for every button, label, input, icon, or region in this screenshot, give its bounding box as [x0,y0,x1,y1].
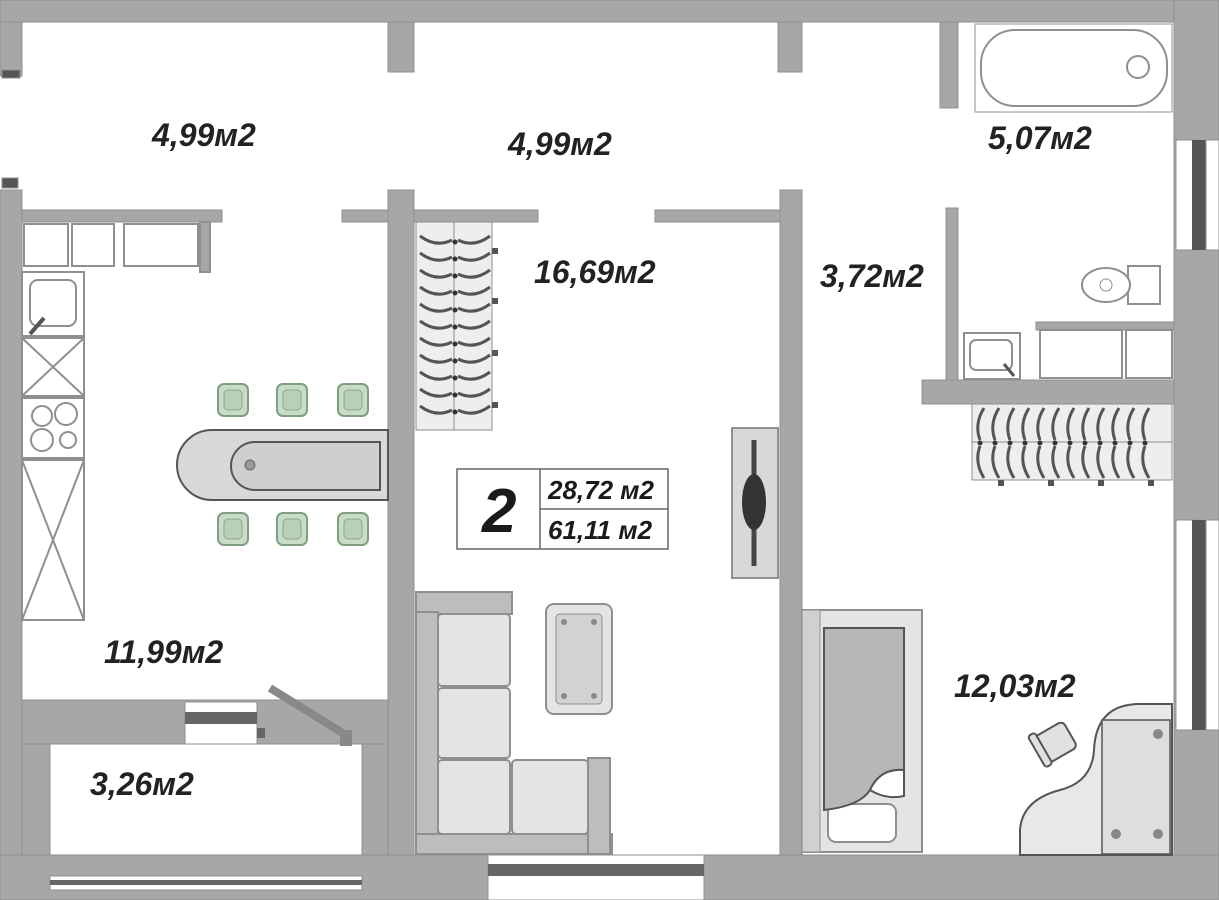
kitchen-upper-cabinets [23,221,211,273]
hanger-icon [419,268,453,279]
desk-chair-icon [1027,721,1077,768]
hanger-icon [1036,407,1046,441]
hanger-icon [1141,407,1151,441]
total-area-value: 61,11 м2 [548,515,653,545]
hanger-icon [457,302,491,313]
hanger-icon [976,407,986,441]
area-bedroom: 12,03м2 [954,668,1076,704]
living-area-value: 28,72 м2 [547,475,655,505]
kitchen-island [176,429,389,501]
toilet-icon [1081,265,1161,305]
hanger-icon [976,445,986,479]
area-bathroom: 5,07м2 [988,120,1092,156]
hanger-icon [457,319,491,330]
living-window [487,854,705,900]
hanger-icon [1006,445,1016,479]
hanger-icon [1021,407,1031,441]
area-loggia: 3,26м2 [90,766,194,802]
hanger-icon [419,302,453,313]
area-kitchen: 11,99м2 [104,634,223,670]
stove-icon [21,397,85,459]
hanger-icon [457,387,491,398]
hanger-icon [457,268,491,279]
stool-icon [217,383,249,417]
area-balcony-mid: 4,99м2 [507,126,612,162]
coffee-table-icon [545,603,613,715]
bathtub-icon [974,23,1173,113]
hanger-icon [1051,407,1061,441]
loggia-window [49,875,363,891]
hanger-icon [419,251,453,262]
hanger-icon [1141,445,1151,479]
sofa-icon [415,591,613,855]
washing-cabinets [1039,329,1173,379]
hanger-icon [1126,407,1136,441]
hanger-icon [419,353,453,364]
hanger-icon [1066,407,1076,441]
sink-icon [963,332,1021,380]
stool-icon [217,512,249,546]
hanger-icon [991,407,1001,441]
living-wardrobe [415,221,498,431]
hanger-icon [1126,445,1136,479]
stool-icon [276,383,308,417]
window-right-lower [1175,519,1219,731]
hanger-icon [457,336,491,347]
hanger-icon [1096,407,1106,441]
desk-icon [1019,703,1173,856]
stool-icon [337,383,369,417]
bar-stools [217,383,369,546]
hanger-icon [1081,445,1091,479]
hanger-icon [419,234,453,245]
hanger-icon [1036,445,1046,479]
bed-icon [801,609,923,853]
hanger-icon [1021,445,1031,479]
area-balcony-left: 4,99м2 [151,117,256,153]
apartment-badge: 2 28,72 м2 61,11 м2 [456,468,669,550]
hanger-icon [419,404,453,415]
kitchen-loggia-window [184,701,265,745]
dishwasher-icon [21,337,85,397]
tv-icon [731,427,779,579]
fridge-icon [21,459,85,621]
kitchen-sink-icon [21,271,85,337]
hanger-icon [457,404,491,415]
hanger-icon [457,234,491,245]
hanger-icon [419,319,453,330]
hanger-icon [419,285,453,296]
hanger-icon [419,370,453,381]
hanger-icon [1111,407,1121,441]
hanger-icon [457,285,491,296]
hanger-icon [457,353,491,364]
hanger-icon [1066,445,1076,479]
stool-icon [276,512,308,546]
area-hallway: 3,72м2 [820,258,924,294]
hanger-icon [1111,445,1121,479]
rooms-count: 2 [481,477,516,546]
hanger-icon [419,336,453,347]
hanger-icon [419,387,453,398]
hallway-wardrobe [971,403,1173,486]
window-right-upper [1175,139,1219,251]
loggia-door [267,684,352,746]
hanger-icon [457,251,491,262]
hanger-icon [1081,407,1091,441]
hanger-icon [457,370,491,381]
stool-icon [337,512,369,546]
hanger-icon [1096,445,1106,479]
area-living-room: 16,69м2 [534,254,656,290]
hanger-icon [991,445,1001,479]
hanger-icon [1051,445,1061,479]
hanger-icon [1006,407,1016,441]
